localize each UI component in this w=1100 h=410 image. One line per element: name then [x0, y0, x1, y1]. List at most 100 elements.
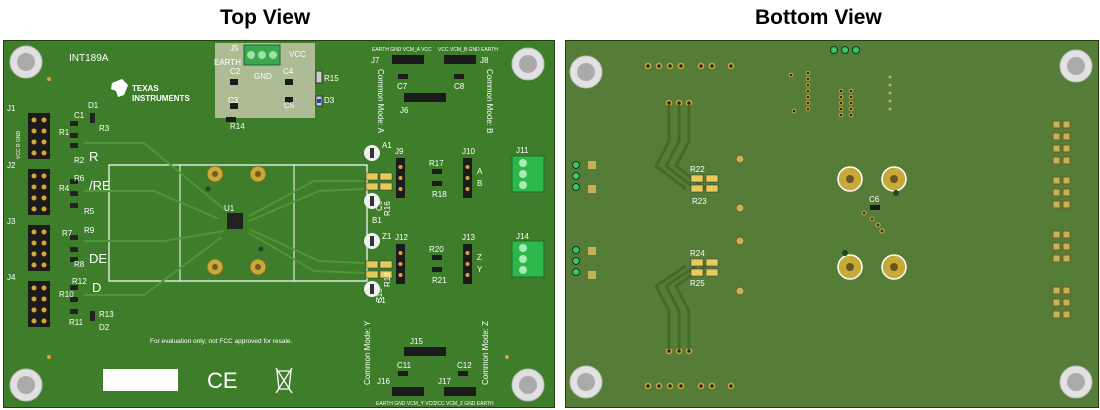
ti-logo-icon — [111, 79, 128, 97]
label-r25: R25 — [690, 279, 705, 288]
j12-label: J12 — [395, 233, 408, 242]
label-c1: C1 — [74, 111, 85, 120]
j14-label: J14 — [516, 232, 529, 241]
j8-label: J8 — [480, 56, 489, 65]
signal-label-r: R — [89, 149, 98, 164]
label-r12: R12 — [72, 277, 87, 286]
mounting-hole — [569, 365, 603, 399]
label-c9: C9 — [375, 200, 384, 211]
tvs-diode-b1 — [364, 193, 380, 209]
ce-mark: CE — [207, 368, 238, 393]
label-r13: R13 — [99, 310, 114, 319]
label-r8: R8 — [74, 260, 85, 269]
header-j7 — [392, 55, 424, 64]
j1-pin-labels: VCC R GND — [16, 131, 22, 159]
label-r20: R20 — [429, 245, 444, 254]
logo-text-2: INSTRUMENTS — [132, 94, 190, 103]
traces — [84, 142, 365, 296]
j17-label: J17 — [438, 377, 451, 386]
board-name: INT189A — [69, 53, 109, 64]
j16-pin-labels: EARTH GND VCM_Y VCC — [376, 401, 436, 407]
label-d2: D2 — [99, 323, 110, 332]
label-r16: R16 — [383, 201, 392, 216]
label-b: B — [477, 179, 482, 188]
weee-bin-icon — [275, 367, 293, 394]
label-c8: C8 — [454, 82, 465, 91]
signal-label-de: DE — [89, 251, 107, 266]
j13-label: J13 — [462, 233, 475, 242]
vcc-label: VCC — [289, 50, 306, 59]
label-r7: R7 — [62, 229, 73, 238]
label-r4: R4 — [59, 184, 70, 193]
bottom-view-pcb: R22 R23 R24 R25 C6 — [565, 40, 1099, 408]
j8-pin-labels: VCC VCM_B GND EARTH — [438, 47, 498, 53]
label-r11: R11 — [69, 318, 84, 327]
label-r6: R6 — [74, 174, 85, 183]
j15-label: J15 — [410, 337, 423, 346]
tvs-diode-z1 — [364, 233, 380, 249]
header-j15 — [404, 347, 446, 356]
mounting-hole — [511, 47, 545, 81]
mounting-hole — [511, 368, 545, 402]
power-terminal-block — [243, 44, 281, 66]
top-view-pcb-drawing: U1 INT189A TEXAS INSTRUMENTS J1 J2 J3 J4 — [7, 43, 545, 407]
terminal-block-j14 — [511, 240, 545, 278]
label-r2: R2 — [74, 156, 85, 165]
j2-label: J2 — [7, 161, 16, 170]
label-c4: C4 — [283, 67, 294, 76]
disclaimer-text: For evaluation only; not FCC approved fo… — [150, 338, 293, 345]
earth-label: EARTH — [214, 58, 241, 67]
label-r18: R18 — [432, 190, 447, 199]
label-r14: R14 — [230, 122, 245, 131]
mounting-hole — [569, 55, 603, 89]
j3-label: J3 — [7, 217, 16, 226]
mounting-hole — [1059, 365, 1093, 399]
j7-pin-labels: EARTH GND VCM_A VCC — [372, 47, 432, 53]
label-y: Y — [477, 265, 483, 274]
header-j8 — [444, 55, 476, 64]
logo-text-1: TEXAS — [132, 84, 159, 93]
label-b1: B1 — [372, 216, 382, 225]
label-r9: R9 — [84, 226, 95, 235]
label-y1: Y1 — [376, 296, 386, 305]
j17-pin-labels: VCC VCM_Z GND EARTH — [434, 401, 494, 407]
label-d1: D1 — [88, 101, 99, 110]
j11-label: J11 — [516, 146, 529, 155]
label-c2: C2 — [230, 67, 241, 76]
mounting-hole — [9, 368, 43, 402]
common-mode-b-label: Common Mode: B — [485, 69, 494, 133]
tvs-diode-a1 — [364, 145, 380, 161]
common-mode-z-label: Common Mode: Z — [481, 321, 490, 385]
label-c7: C7 — [397, 82, 408, 91]
header-j6 — [404, 93, 446, 102]
label-r19: R19 — [383, 272, 392, 287]
u1-label: U1 — [224, 204, 235, 213]
label-area — [103, 369, 178, 391]
j16-label: J16 — [377, 377, 390, 386]
mounting-hole — [9, 45, 43, 79]
signal-label-d: D — [92, 280, 101, 295]
label-a1: A1 — [382, 141, 392, 150]
label-r24: R24 — [690, 249, 705, 258]
label-r1: R1 — [59, 128, 70, 137]
header-j3 — [28, 225, 50, 271]
label-c12: C12 — [457, 361, 472, 370]
label-r15: R15 — [324, 74, 339, 83]
traces — [654, 105, 707, 349]
j6-label: J6 — [400, 106, 409, 115]
header-j4 — [28, 281, 50, 327]
u1-chip — [227, 213, 243, 229]
label-c11: C11 — [397, 361, 412, 370]
label-c3: C3 — [228, 96, 239, 105]
j9-label: J9 — [395, 147, 404, 156]
header-j1 — [28, 113, 50, 159]
label-r17: R17 — [429, 159, 444, 168]
header-j16 — [392, 387, 424, 396]
label-z: Z — [477, 253, 482, 262]
top-view-title: Top View — [220, 6, 311, 29]
j1-label: J1 — [7, 104, 16, 113]
bottom-view-pcb-drawing: R22 R23 R24 R25 C6 — [569, 46, 1093, 399]
j10-label: J10 — [462, 147, 475, 156]
label-a: A — [477, 167, 483, 176]
j7-label: J7 — [371, 56, 380, 65]
